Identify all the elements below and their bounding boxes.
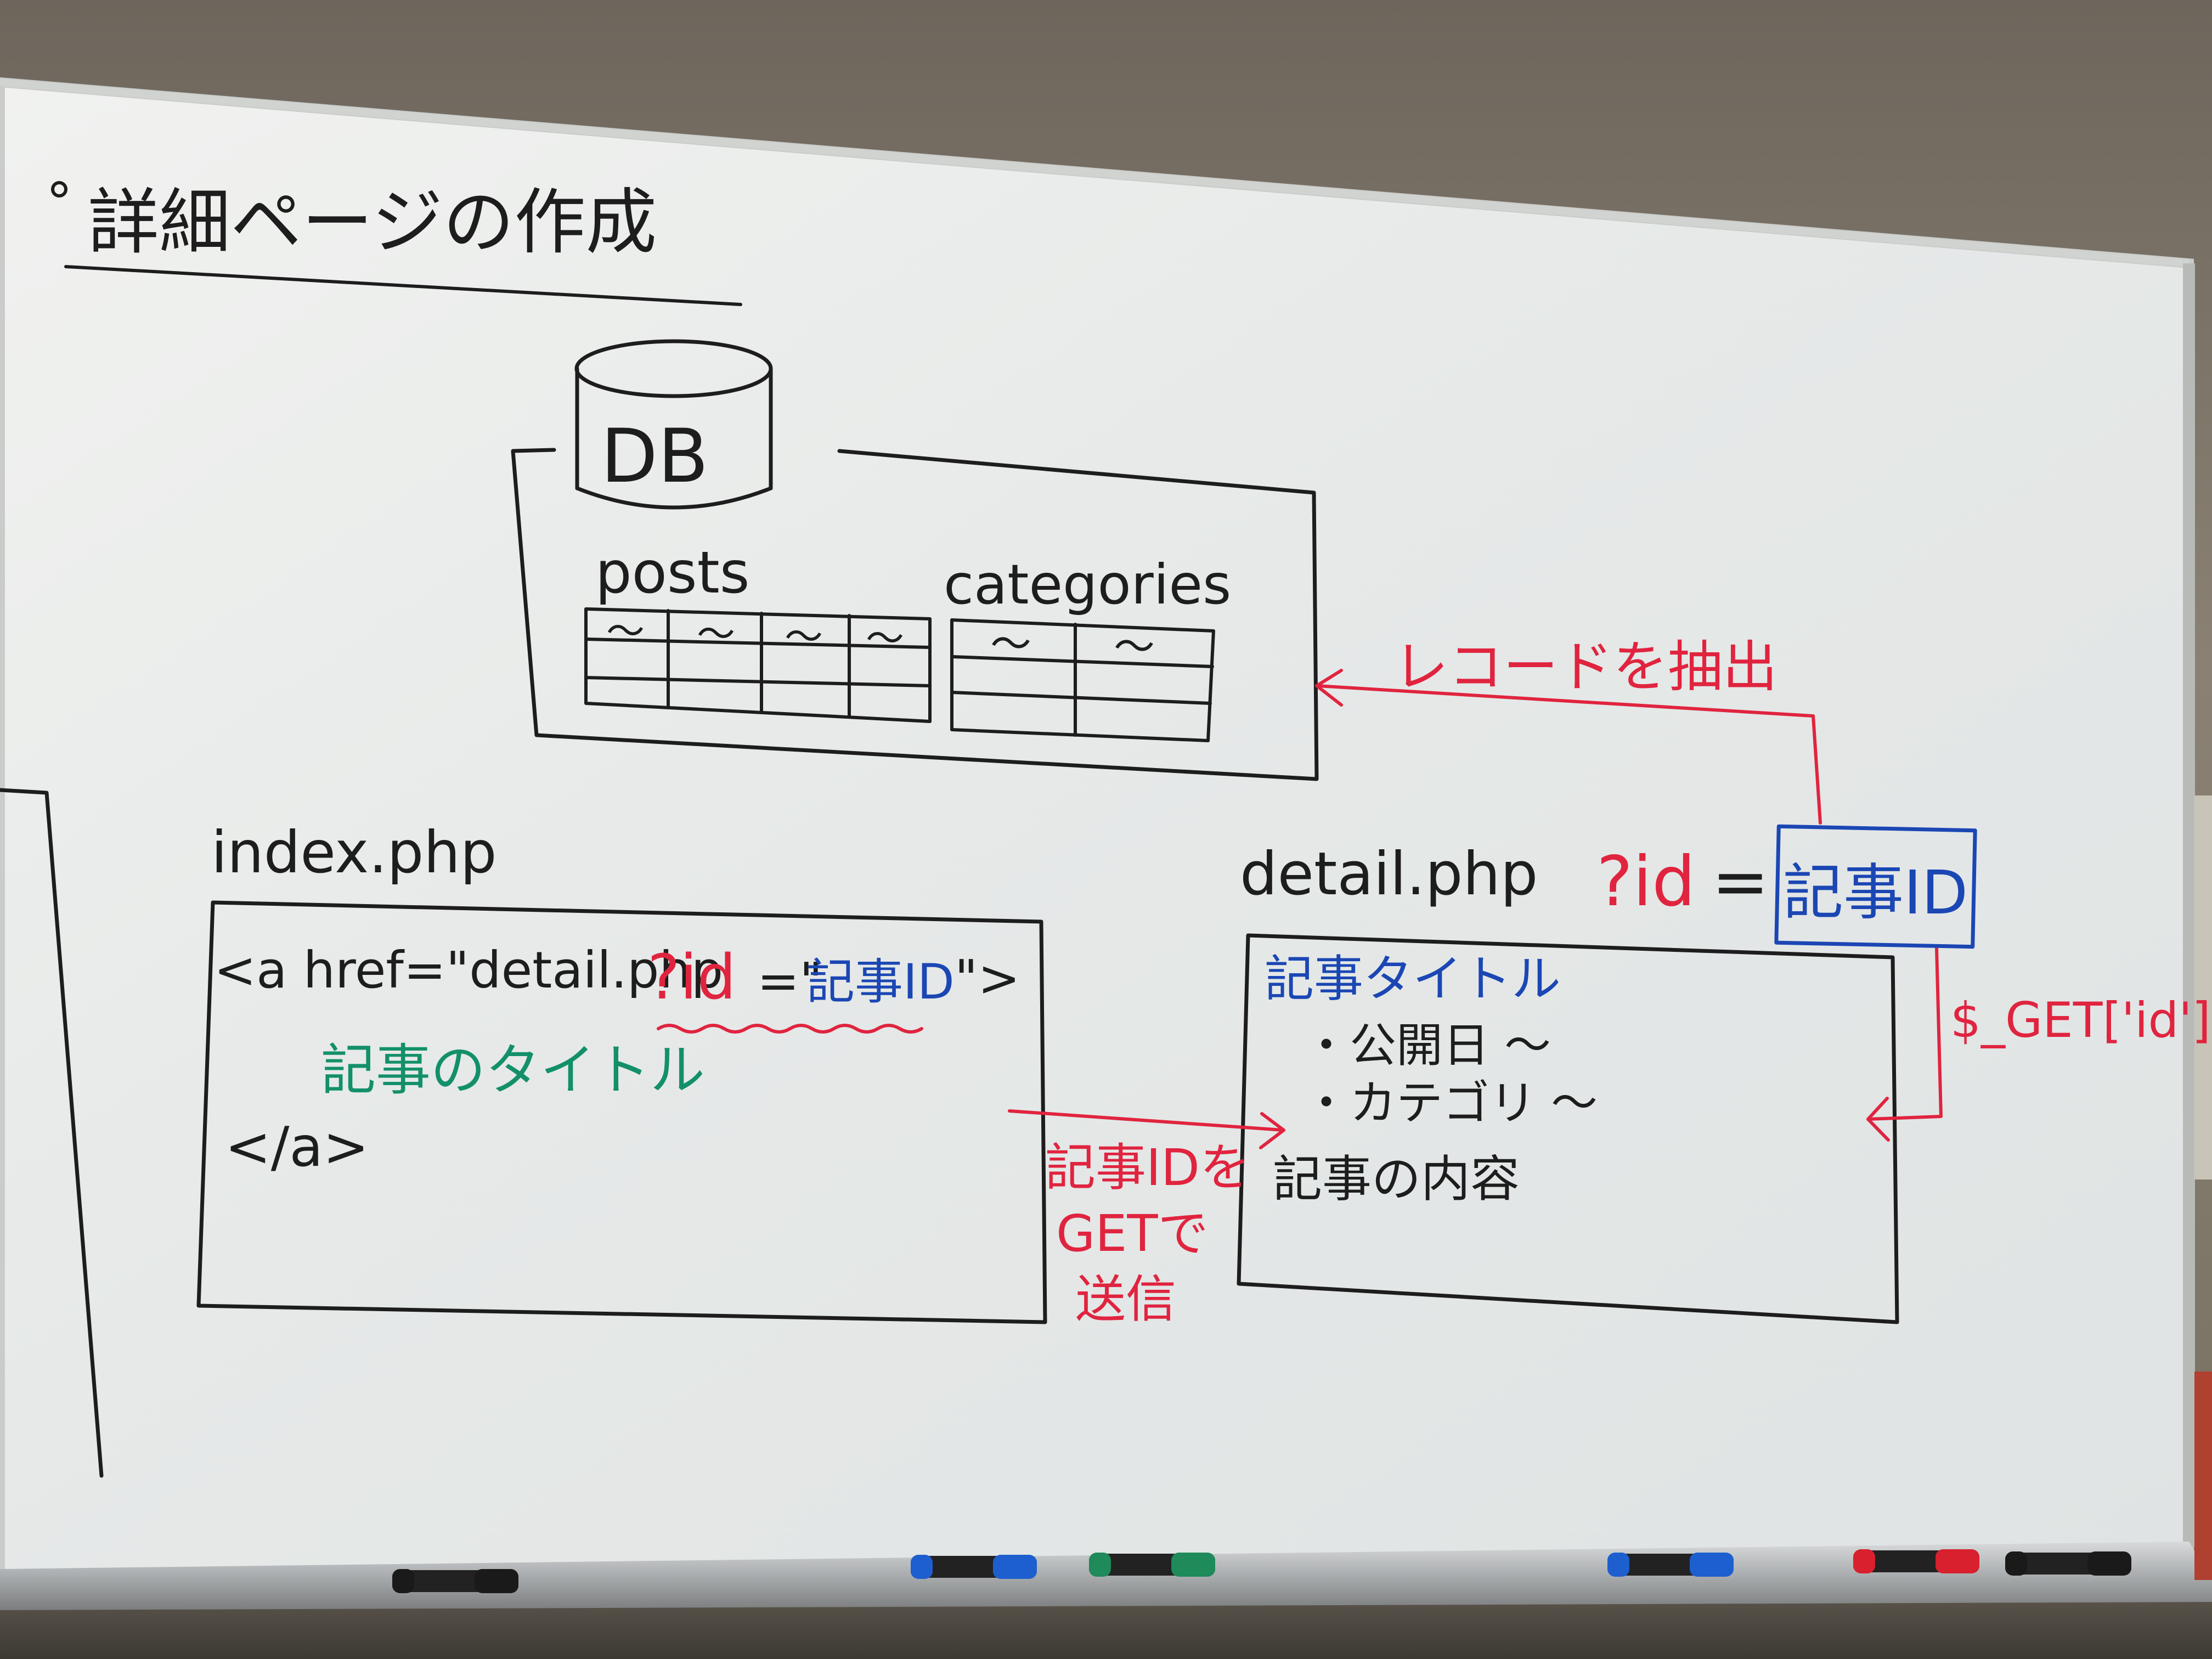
marker-blue[interactable]	[1607, 1553, 1734, 1577]
get-arrow	[1866, 946, 1943, 1142]
detail-title-line: 記事タイトル	[1265, 950, 1561, 1008]
page-title: 詳細ページの作成	[88, 180, 657, 264]
index-box	[196, 900, 1047, 1324]
marker-green[interactable]	[1089, 1553, 1215, 1577]
detail-content-line: 記事の内容	[1273, 1150, 1520, 1208]
title-underline	[64, 265, 742, 306]
detail-box	[1237, 933, 1899, 1324]
marker-red[interactable]	[1853, 1549, 1979, 1573]
index-filename: index.php	[211, 819, 497, 886]
code-query: ?id	[647, 942, 736, 1013]
left-partial-box	[0, 788, 104, 1478]
query-value: 記事ID	[1783, 857, 1968, 928]
marker-black[interactable]	[392, 1569, 518, 1593]
detail-item: ・公開日 〜	[1303, 1019, 1551, 1073]
query-param: ?id	[1596, 842, 1695, 922]
wall-box	[2194, 1372, 2212, 1580]
posts-table-name: posts	[595, 539, 749, 606]
marker-blue[interactable]	[911, 1555, 1037, 1579]
marker-black[interactable]	[2005, 1551, 2131, 1576]
categories-table	[950, 618, 1215, 742]
extract-label: レコードを抽出	[1393, 635, 1778, 699]
board-top-edge	[0, 78, 2190, 267]
posts-table	[584, 607, 932, 723]
send-label-1: 記事IDを	[1045, 1138, 1250, 1197]
posts-cell-mark: 〜	[697, 612, 735, 657]
code-open-tag: <a href="detail.php	[214, 941, 723, 1000]
posts-cell-mark: 〜	[866, 616, 904, 661]
categories-table-name: categories	[944, 552, 1231, 617]
send-label-2: GETで	[1056, 1204, 1209, 1263]
article-id-box	[1774, 824, 1977, 949]
query-underline	[657, 1024, 923, 1034]
extract-arrow	[1315, 669, 1822, 825]
title-bullet	[51, 181, 67, 198]
db-container-box	[511, 448, 1319, 781]
send-arrow	[1008, 1109, 1285, 1149]
detail-item: ・カテゴリ 〜	[1303, 1076, 1598, 1131]
code-tag-end: ">	[955, 949, 1020, 1008]
db-label: DB	[601, 413, 709, 499]
categories-cell-mark: 〜	[1114, 623, 1155, 671]
code-eq: ="	[757, 952, 822, 1011]
query-eq: =	[1712, 842, 1769, 922]
categories-cell-mark: 〜	[990, 620, 1031, 668]
code-close-tag: </a>	[225, 1115, 369, 1179]
send-label-3: 送信	[1075, 1270, 1176, 1329]
posts-cell-mark: 〜	[606, 609, 645, 654]
code-id-value: 記事ID	[806, 953, 955, 1010]
detail-filename: detail.php	[1240, 840, 1538, 909]
db-cylinder	[574, 339, 773, 510]
posts-cell-mark: 〜	[785, 614, 823, 659]
wall-panel	[2194, 795, 2212, 1180]
get-param: $_GET['id']	[1950, 992, 2211, 1048]
code-link-text: 記事のタイトル	[321, 1038, 705, 1102]
